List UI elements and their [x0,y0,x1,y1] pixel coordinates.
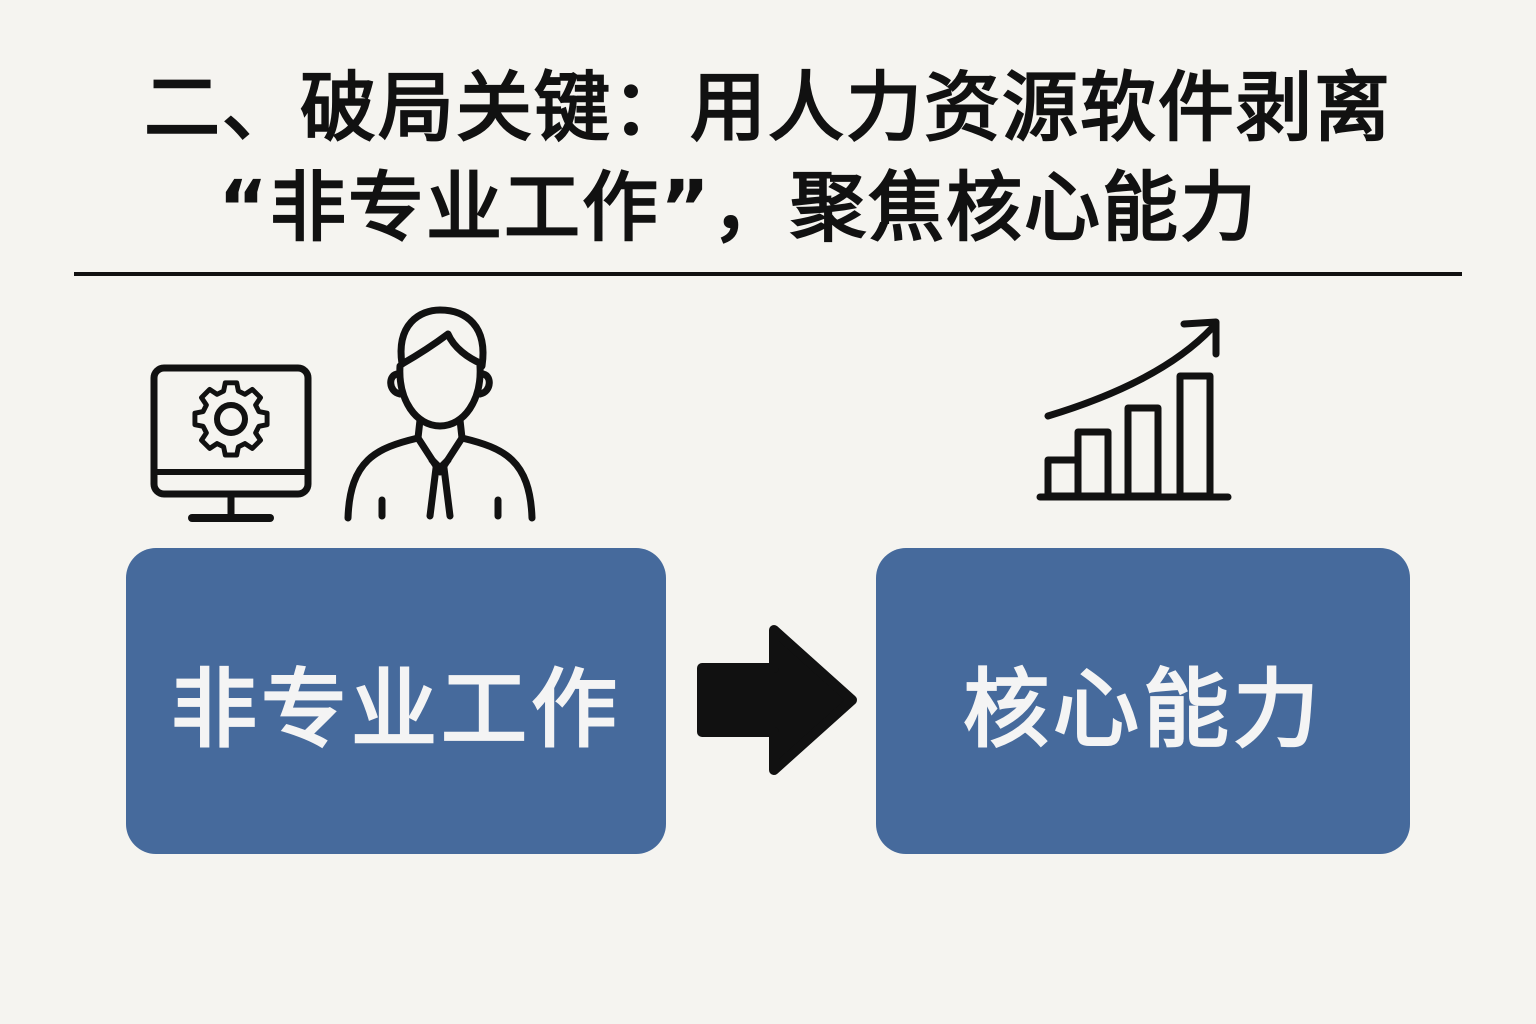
person-icon [344,306,536,522]
core-capability-box: 核心能力 [876,548,1410,854]
monitor-gear-icon [150,364,312,522]
growth-chart-icon [1036,318,1232,501]
core-capability-label: 核心能力 [963,659,1323,760]
arrow-right-icon [697,625,857,775]
title-line-1: 二、破局关键：用人力资源软件剥离 [144,63,1392,152]
page-title: 二、破局关键：用人力资源软件剥离 “非专业工作”，聚焦核心能力 [0,58,1536,258]
non-core-work-box: 非专业工作 [126,548,666,854]
title-divider [74,272,1462,276]
non-core-work-label: 非专业工作 [171,659,621,760]
title-line-2: “非专业工作”，聚焦核心能力 [218,163,1258,252]
